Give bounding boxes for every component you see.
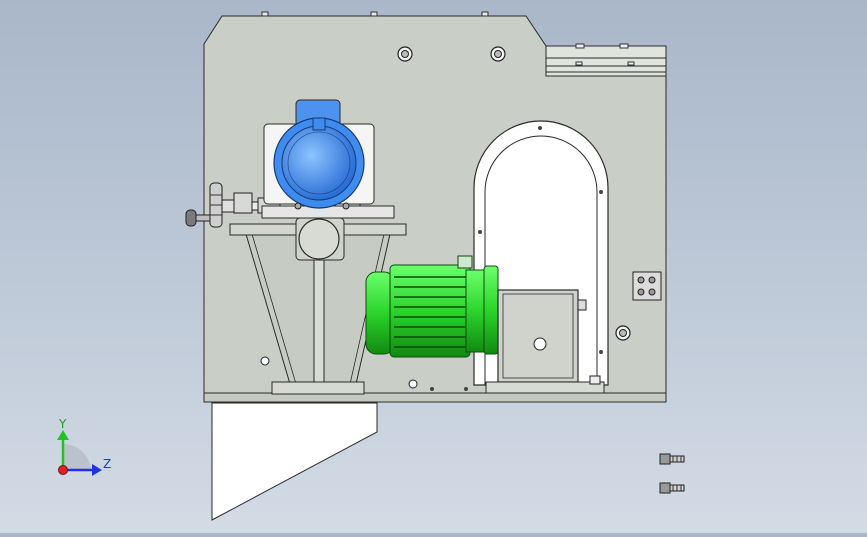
mounting-bolt-icon — [397, 46, 413, 62]
blue-motor — [261, 99, 395, 219]
hole — [464, 387, 468, 391]
hole — [408, 379, 418, 389]
bolt-icon — [659, 482, 685, 494]
bolt-icon — [659, 453, 685, 465]
side-bracket — [632, 271, 662, 301]
green-motor — [365, 255, 499, 358]
z-axis-label: Z — [103, 457, 111, 471]
top-rail — [545, 43, 667, 77]
top-nubs — [261, 11, 489, 17]
mounting-bolt-icon — [490, 46, 506, 62]
gearbox-housing — [485, 289, 605, 394]
y-axis-label: Y — [58, 417, 67, 431]
coordinate-triad-icon[interactable] — [57, 430, 102, 476]
base-strip — [203, 392, 667, 403]
hole — [260, 356, 270, 366]
skirt-plate — [211, 402, 378, 521]
hole — [430, 387, 434, 391]
mounting-bolt-icon — [615, 325, 631, 341]
gear-reducer — [229, 217, 407, 395]
